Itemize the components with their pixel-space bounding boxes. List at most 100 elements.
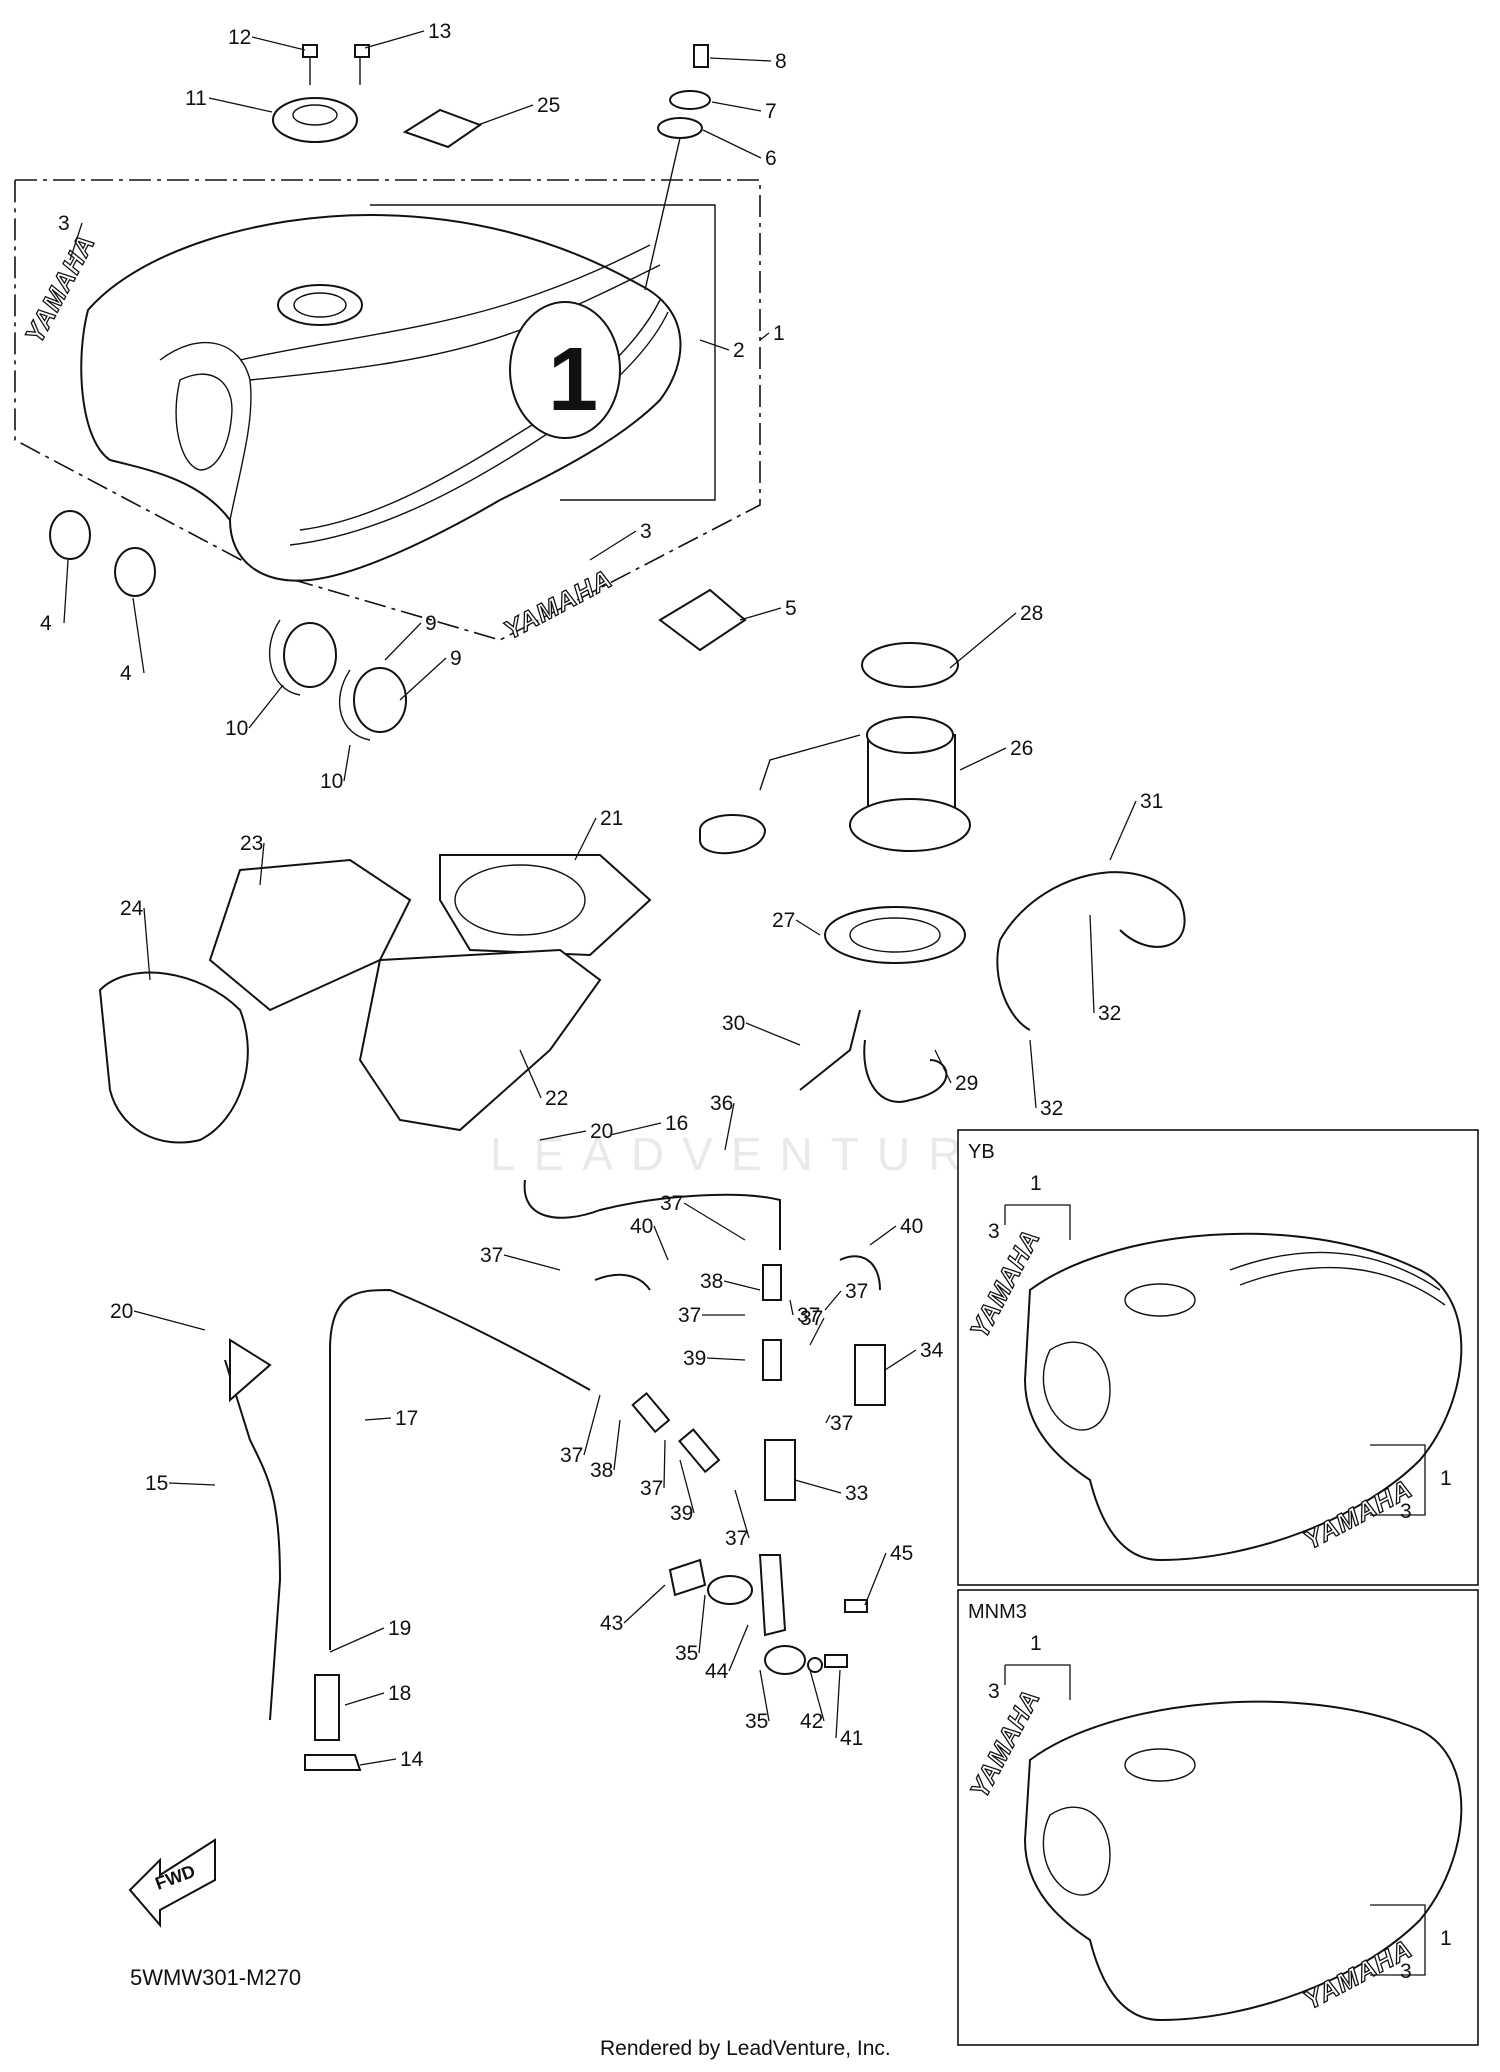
callout-label-37: 37	[640, 1477, 663, 1500]
callout-label-24: 24	[120, 897, 144, 920]
callout-leader-37	[663, 1439, 666, 1489]
caution-label-25	[402, 108, 483, 149]
callout-leader-20	[539, 1130, 587, 1141]
callout-label-37: 37	[480, 1244, 503, 1267]
valve-33	[764, 1439, 796, 1501]
callout-leader-13	[364, 30, 425, 49]
hose-clamps-9-10	[268, 619, 407, 741]
callout-leader-39	[706, 1357, 746, 1361]
callout-leader-37	[683, 1202, 746, 1241]
callout-label-28: 28	[1020, 602, 1043, 625]
callout-leader-23	[259, 842, 265, 886]
callout-label-27: 27	[772, 909, 795, 932]
callout-label-16: 16	[665, 1112, 688, 1135]
callout-leader-45	[864, 1552, 887, 1606]
callout-label-26: 26	[1010, 737, 1033, 760]
callout-label-12: 12	[228, 26, 251, 49]
callout-leader-8	[709, 57, 772, 62]
callout-leader-27	[795, 919, 821, 936]
hose-16	[523, 1179, 781, 1250]
variant-mnm3-code: MNM3	[968, 1601, 1027, 1623]
callout-leader-37	[789, 1299, 794, 1316]
callout-label-37: 37	[797, 1304, 820, 1327]
cap-parts-6-7-8	[644, 44, 711, 291]
variant-yb-label-3b: 3	[1400, 1500, 1412, 1523]
callout-label-37: 37	[725, 1527, 748, 1550]
brackets	[668, 1554, 868, 1675]
callout-leader-24	[143, 907, 151, 981]
callout-label-13: 13	[428, 20, 451, 43]
callout-leader-4	[132, 597, 145, 674]
callout-label-7: 7	[765, 100, 777, 123]
callout-label-44: 44	[705, 1660, 729, 1683]
callout-leader-32	[1029, 1039, 1037, 1109]
callout-leader-40	[653, 1225, 669, 1261]
callout-label-39: 39	[670, 1502, 693, 1525]
callout-label-6: 6	[765, 147, 777, 170]
variant-yb-label-3: 3	[988, 1220, 1000, 1243]
variant-yb: YB YAMAHA YAMAHA 1 3 1 3	[957, 1129, 1479, 1586]
callout-label-18: 18	[388, 1682, 411, 1705]
callout-leader-17	[364, 1417, 392, 1421]
callout-label-40: 40	[900, 1215, 923, 1238]
callout-label-32: 32	[1098, 1002, 1121, 1025]
callout-label-38: 38	[700, 1270, 723, 1293]
callout-label-40: 40	[630, 1215, 653, 1238]
callout-leader-33	[794, 1479, 842, 1494]
callout-leader-35	[698, 1594, 706, 1654]
damper-4	[49, 510, 156, 597]
callout-label-23: 23	[240, 832, 263, 855]
callout-leader-4	[63, 559, 69, 624]
callout-leader-22	[519, 1049, 542, 1099]
callout-leader-2	[699, 339, 730, 351]
callout-leader-9	[399, 657, 447, 701]
callout-leader-29	[934, 1049, 952, 1084]
callout-leader-36	[724, 1102, 735, 1151]
fuel-hose-31	[996, 871, 1186, 1031]
callout-label-33: 33	[845, 1482, 868, 1505]
callout-label-1: 1	[773, 322, 785, 345]
variant-mnm3-label-1b: 1	[1440, 1927, 1452, 1950]
callout-leader-32	[1089, 914, 1095, 1014]
callout-label-10: 10	[320, 770, 343, 793]
variant-mnm3: MNM3 YAMAHA YAMAHA 1 3 1 3	[957, 1589, 1479, 2046]
watermark-text: LEADVENTURE	[490, 1128, 1028, 1180]
callout-leader-35	[759, 1669, 770, 1722]
callout-label-20: 20	[590, 1120, 613, 1143]
pipe-39	[762, 1339, 782, 1381]
diagram-code: 5WMW301-M270	[130, 1965, 301, 1990]
triangle-vent-15	[229, 1338, 272, 1403]
callout-label-15: 15	[145, 1472, 168, 1495]
callout-leader-30	[745, 1022, 801, 1046]
callout-leader-3	[69, 222, 83, 261]
callout-label-43: 43	[600, 1612, 623, 1635]
callout-label-17: 17	[395, 1407, 418, 1430]
callout-label-5: 5	[785, 597, 797, 620]
callout-label-3: 3	[58, 212, 70, 235]
callout-label-34: 34	[920, 1339, 944, 1362]
callout-leader-14	[359, 1758, 397, 1766]
callout-leader-18	[344, 1692, 385, 1706]
callout-label-9: 9	[425, 612, 437, 635]
callout-leader-42	[809, 1669, 825, 1722]
hose-15	[224, 1359, 282, 1721]
callout-label-31: 31	[1140, 790, 1163, 813]
callout-leader-37	[503, 1254, 561, 1271]
callout-label-35: 35	[745, 1710, 768, 1733]
variant-yb-code: YB	[968, 1141, 995, 1163]
callout-label-45: 45	[890, 1542, 913, 1565]
hose-40a	[594, 1273, 651, 1291]
variant-mnm3-label-3: 3	[988, 1680, 1000, 1703]
pipe-39b	[678, 1428, 721, 1474]
callout-label-36: 36	[710, 1092, 733, 1115]
callout-label-11: 11	[185, 87, 207, 110]
callout-label-37: 37	[560, 1444, 583, 1467]
credit-text: Rendered by LeadVenture, Inc.	[600, 2037, 891, 2060]
variant-mnm3-label-1: 1	[1030, 1632, 1042, 1655]
callout-label-37: 37	[800, 1307, 823, 1330]
callout-label-20: 20	[110, 1300, 133, 1323]
callout-leader-25	[477, 104, 534, 126]
callout-label-22: 22	[545, 1087, 568, 1110]
callout-label-37: 37	[830, 1412, 853, 1435]
